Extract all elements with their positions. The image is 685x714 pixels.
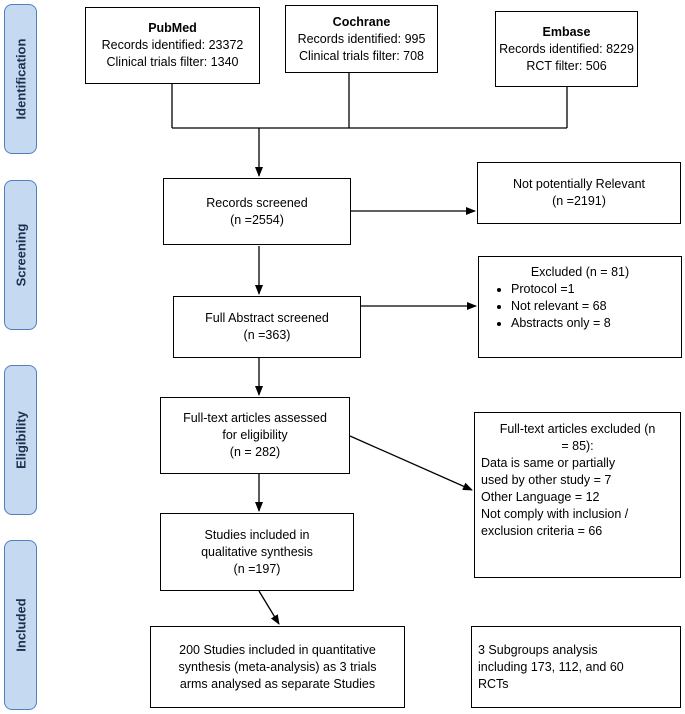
qualitative-synthesis-box: Studies included in qualitative synthesi… [160, 513, 354, 591]
quantitative-line3: arms analysed as separate Studies [179, 676, 376, 691]
phase-screening: Screening [4, 180, 37, 330]
excluded-box: Excluded (n = 81) Protocol =1 Not releva… [478, 256, 682, 358]
records-screened-label: Records screened [206, 195, 308, 210]
phase-identification: Identification [4, 4, 37, 154]
not-relevant-box: Not potentially Relevant (n =2191) [477, 162, 681, 224]
subgroups-box: 3 Subgroups analysis including 173, 112,… [471, 626, 681, 708]
abstract-screened-box: Full Abstract screened (n =363) [173, 296, 361, 358]
fulltext-excluded-title-2: = 85): [561, 439, 594, 453]
fulltext-excluded-box: Full-text articles excluded (n = 85): Da… [474, 412, 681, 578]
phase-eligibility: Eligibility [4, 365, 37, 515]
fulltext-excluded-reason: exclusion criteria = 66 [481, 524, 603, 538]
quantitative-line2: synthesis (meta-analysis) as 3 trials [178, 659, 377, 674]
fulltext-excluded-reason: Other Language = 12 [481, 490, 600, 504]
fulltext-excluded-reason: Data is same or partially [481, 456, 616, 470]
pubmed-title: PubMed [148, 21, 197, 35]
abstract-screened-count: (n =363) [243, 328, 291, 342]
qualitative-line2: qualitative synthesis [201, 544, 313, 559]
subgroups-line1: 3 Subgroups analysis [478, 642, 598, 657]
fulltext-line1: Full-text articles assessed [183, 411, 327, 425]
embase-filter: RCT filter: 506 [526, 58, 607, 73]
not-relevant-label: Not potentially Relevant [512, 177, 646, 191]
cochrane-box: Cochrane Records identified: 995 Clinica… [285, 5, 438, 73]
cochrane-filter: Clinical trials filter: 708 [298, 48, 425, 63]
phase-included: Included [4, 540, 37, 710]
qualitative-line1: Studies included in [204, 527, 310, 542]
pubmed-filter: Clinical trials filter: 1340 [106, 55, 239, 69]
excluded-item: Protocol =1 [511, 281, 681, 298]
fulltext-line2: for eligibility [222, 428, 288, 442]
excluded-item: Abstracts only = 8 [511, 315, 681, 332]
pubmed-box: PubMed Records identified: 23372 Clinica… [85, 7, 260, 84]
abstract-screened-label: Full Abstract screened [205, 311, 329, 325]
embase-box: Embase Records identified: 8229 RCT filt… [495, 11, 638, 87]
cochrane-title: Cochrane [332, 14, 391, 29]
subgroups-line2: including 173, 112, and 60 [478, 659, 624, 674]
arrow-to-fulltext-excluded [349, 435, 473, 491]
quantitative-synthesis-box: 200 Studies included in quantitative syn… [150, 626, 405, 708]
fulltext-count: (n = 282) [229, 445, 281, 459]
embase-title: Embase [542, 24, 591, 39]
embase-records: Records identified: 8229 [499, 41, 634, 56]
subgroups-line3: RCTs [478, 676, 509, 691]
excluded-list: Protocol =1 Not relevant = 68 Abstracts … [479, 281, 681, 332]
excluded-title: Excluded (n = 81) [530, 265, 630, 279]
arrow-to-quantitative [258, 590, 280, 625]
pubmed-records: Records identified: 23372 [101, 38, 244, 52]
fulltext-excluded-title-1: Full-text articles excluded (n [499, 422, 656, 436]
fulltext-assessed-box: Full-text articles assessed for eligibil… [160, 397, 350, 474]
not-relevant-count: (n =2191) [552, 194, 606, 208]
records-screened-count: (n =2554) [230, 212, 284, 227]
excluded-item: Not relevant = 68 [511, 298, 681, 315]
qualitative-count: (n =197) [233, 561, 281, 576]
records-screened-box: Records screened (n =2554) [163, 178, 351, 245]
fulltext-excluded-reason: used by other study = 7 [481, 473, 612, 487]
cochrane-records: Records identified: 995 [297, 31, 426, 46]
quantitative-line1: 200 Studies included in quantitative [179, 642, 376, 657]
fulltext-excluded-reason: Not comply with inclusion / [481, 507, 629, 521]
